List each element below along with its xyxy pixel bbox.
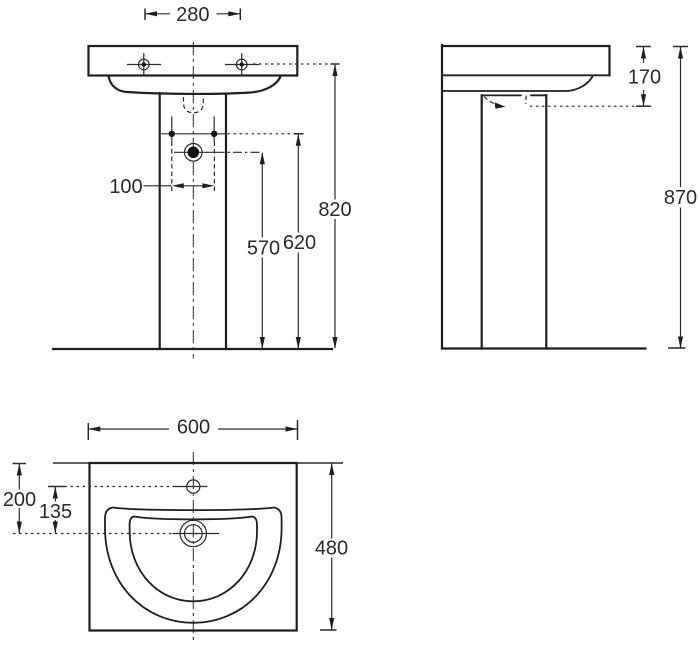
plan-deck-outline	[88, 461, 298, 632]
dim-fixing-hole-spacing-label: 100	[109, 176, 142, 198]
leader-arrowhead	[494, 102, 506, 109]
fixing-holes	[161, 116, 227, 192]
front-bowl-underside	[107, 74, 283, 96]
dim-rear-edge-to-drain: 200	[3, 462, 36, 534]
water-inlet	[174, 142, 216, 162]
dim-overall-depth-label: 480	[315, 538, 348, 560]
plan-basin-rim	[104, 506, 283, 624]
side-rim-top	[440, 44, 611, 77]
dim-fixing-hole-height: 620	[227, 133, 316, 349]
dim-basin-rim-depth-label: 170	[628, 67, 661, 89]
plan-tap-hole	[64, 479, 208, 494]
side-bowl-underside	[441, 75, 594, 92]
front-basin-rim	[87, 44, 299, 77]
dim-tap-deck-height: 820	[253, 63, 352, 349]
tap-hole-right	[225, 53, 259, 77]
plan-drain	[13, 519, 219, 548]
side-view: 170 870	[440, 43, 697, 350]
dim-fixing-hole-spacing: 100	[109, 176, 215, 198]
hidden-recess-outline	[182, 97, 204, 114]
dim-rear-edge-to-drain-label: 200	[3, 489, 36, 511]
dim-fixing-hole-height-label: 620	[283, 232, 316, 254]
dim-tap-hole-spacing: 280	[144, 4, 242, 26]
dim-drain-inlet-height: 570	[215, 151, 280, 349]
dim-overall-height: 870	[664, 45, 697, 349]
plan-view: 600 200 135 480	[3, 417, 348, 644]
dim-overall-width-label: 600	[177, 417, 210, 439]
tap-hole-left	[127, 53, 161, 77]
dim-tap-line-to-drain-label: 135	[39, 501, 72, 523]
dim-tap-line-to-drain: 135	[39, 485, 72, 534]
plan-inner-bowl	[128, 515, 258, 603]
dim-overall-height-label: 870	[664, 187, 697, 209]
dim-drain-inlet-height-label: 570	[247, 238, 280, 260]
hidden-drain-curve	[483, 96, 504, 107]
front-view: 280 100 570 620	[51, 4, 352, 359]
dim-basin-rim-depth: 170	[628, 45, 661, 107]
dim-tap-hole-spacing-label: 280	[176, 4, 209, 26]
dim-overall-width: 600	[87, 417, 299, 440]
dim-tap-deck-height-label: 820	[318, 199, 351, 221]
dim-overall-depth: 480	[315, 463, 348, 631]
